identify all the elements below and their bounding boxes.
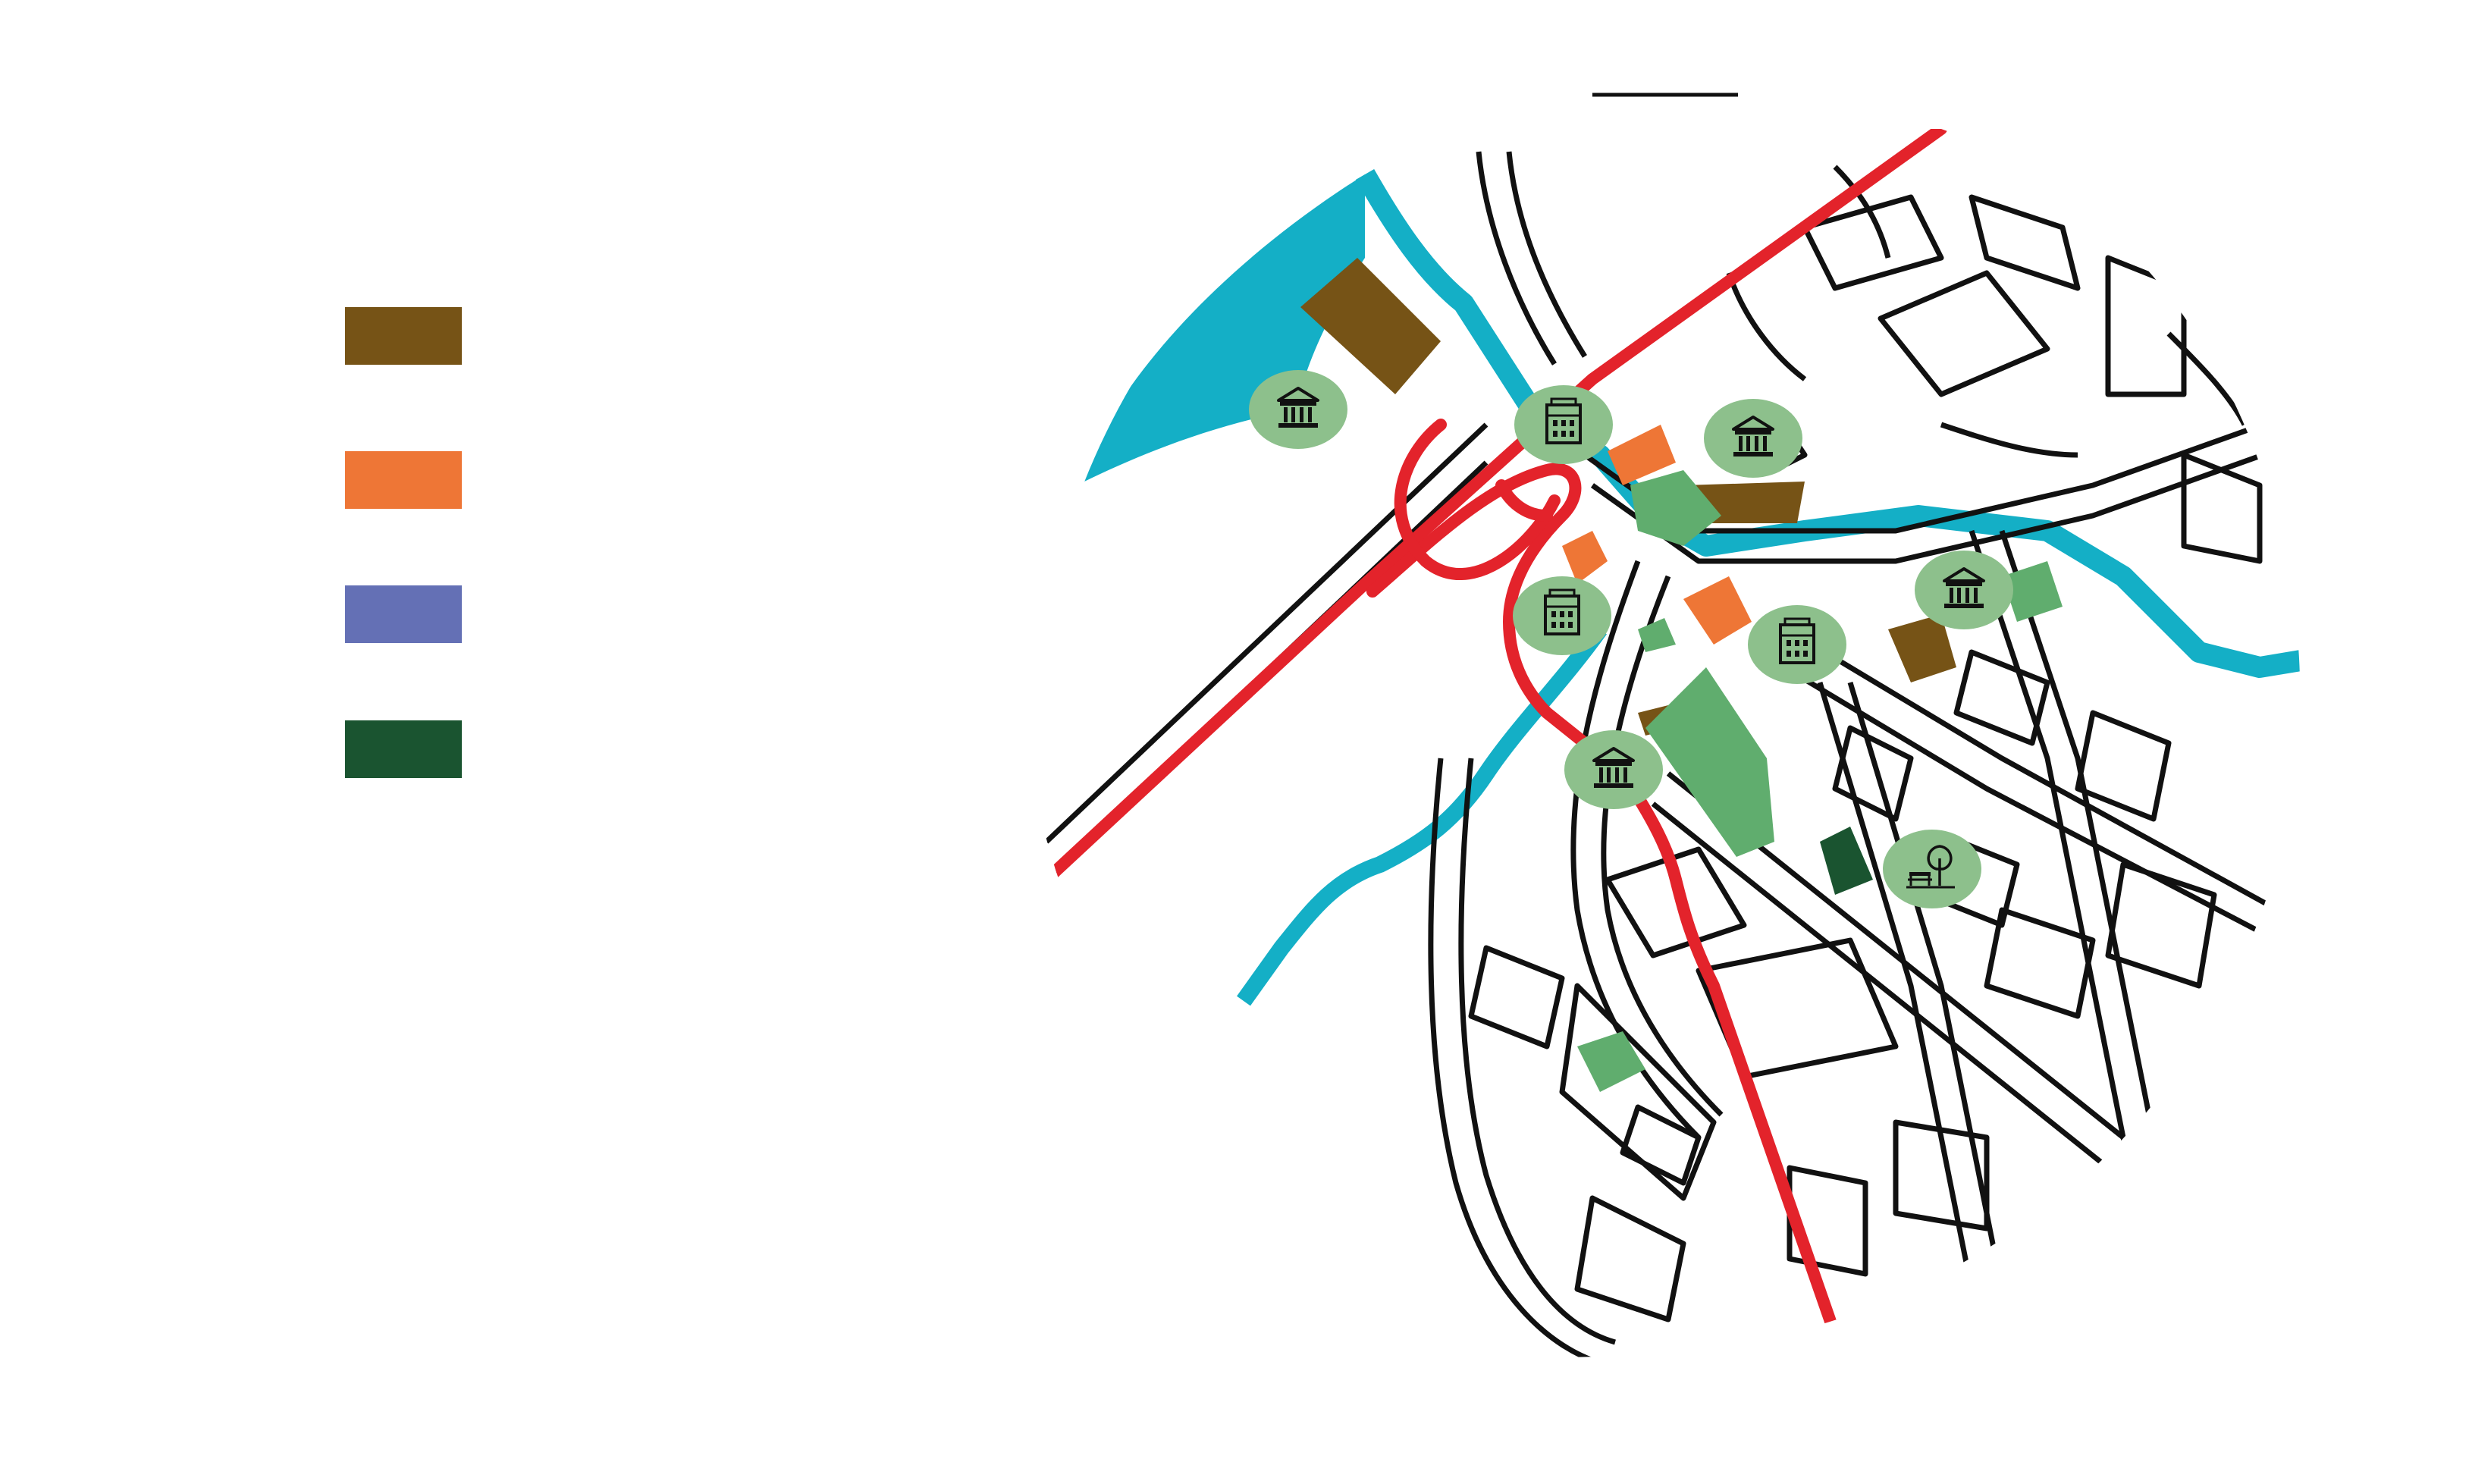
- map-marker-7[interactable]: [1883, 830, 1981, 908]
- water-channel: [1237, 624, 1607, 1006]
- map-marker-0[interactable]: [1249, 370, 1347, 449]
- green-area: [2002, 561, 2063, 622]
- green-area: [1638, 618, 1676, 652]
- water-canal: [1355, 169, 2301, 678]
- green-area: [1577, 1031, 1645, 1092]
- main-roads: [1040, 129, 1947, 1341]
- museum-area-block: [1300, 258, 1441, 394]
- historic-area-block: [1683, 576, 1752, 645]
- map-marker-3[interactable]: [1513, 576, 1611, 655]
- green-area: [1630, 470, 1721, 546]
- historic-area-block: [1562, 531, 1608, 584]
- historic-area-block: [1608, 425, 1676, 485]
- green-area: [1645, 667, 1774, 857]
- map-marker-4[interactable]: [1748, 605, 1846, 684]
- map-marker-2[interactable]: [1704, 399, 1802, 478]
- map-marker-1[interactable]: [1514, 385, 1613, 464]
- street-network: [1044, 151, 2301, 1357]
- museum-area-block: [1888, 614, 1956, 682]
- map-marker-5[interactable]: [1915, 551, 2013, 629]
- park-area-block: [1820, 827, 1873, 895]
- map-marker-6[interactable]: [1564, 730, 1663, 809]
